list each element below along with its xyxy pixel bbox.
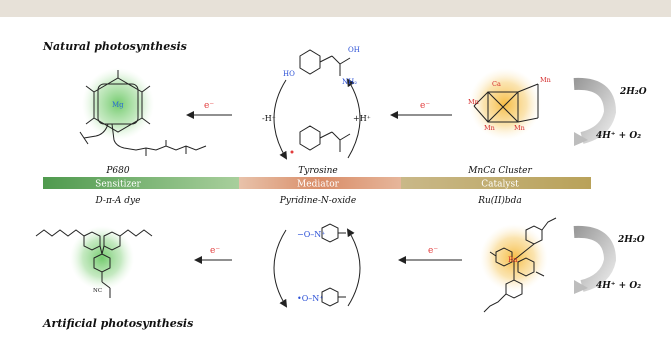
- tyrosine-label: Tyrosine: [298, 166, 337, 176]
- mediator-cycle-left-arc: [273, 79, 288, 160]
- dpa-dye-structure-icon: [35, 229, 153, 298]
- radical-dot: [290, 150, 294, 154]
- ru-bda-label: Ru(II)bda: [477, 195, 522, 206]
- products-label-natural: 4H⁺ + O₂: [596, 131, 641, 141]
- top-band: [0, 0, 671, 17]
- mnca-cluster-icon: [473, 83, 539, 123]
- ru-atom-label: Ru: [508, 256, 518, 264]
- mn-atom-label-4: Mn: [540, 76, 551, 84]
- h-plus-label: +H⁺: [353, 114, 371, 123]
- dpia-dye-label: D-π-A dye: [95, 196, 141, 206]
- electron-label-artificial-right: e⁻: [428, 246, 438, 256]
- water-label-artificial: 2H₂O: [617, 235, 645, 245]
- tyrosyl-radical-icon: [299, 125, 351, 152]
- ru-bda-structure-icon: [483, 217, 557, 313]
- artificial-cycle-left-arc: [273, 229, 288, 308]
- catalyst-bar-label: Catalyst: [481, 180, 519, 190]
- n-oxide-anion-label: −O–N⁺: [297, 230, 325, 239]
- products-label-artificial: 4H⁺ + O₂: [596, 281, 641, 291]
- mediator-bar: [239, 177, 401, 189]
- artificial-cycle-right-arc: [346, 228, 361, 307]
- water-oxidation-arrowhead-natural: [574, 132, 588, 146]
- mediator-cycle-right-arc: [346, 78, 361, 159]
- pyridine-n-oxide-radical-icon: [321, 287, 346, 307]
- artificial-photosynthesis-heading: Artificial photosynthesis: [42, 317, 193, 330]
- mn-atom-label-1: Mn: [468, 98, 479, 106]
- tyrosine-structure-icon: [299, 49, 351, 76]
- sensitizer-bar-label: Sensitizer: [95, 180, 141, 190]
- mediator-bar-label: Mediator: [297, 180, 340, 190]
- nh2-group-label: NH₂: [342, 78, 357, 86]
- h-minus-label: -H⁺: [262, 114, 276, 123]
- p680-label: P680: [105, 166, 130, 176]
- natural-photosynthesis-heading: Natural photosynthesis: [42, 40, 187, 53]
- water-oxidation-arc-natural: [573, 77, 617, 144]
- water-oxidation-arc-artificial: [573, 225, 617, 292]
- ca-atom-label: Ca: [492, 80, 501, 88]
- electron-label-artificial-left: e⁻: [210, 246, 220, 256]
- pyridine-n-oxide-structure-icon: [321, 223, 346, 243]
- mg-atom-label: Mg: [112, 101, 124, 109]
- water-label-natural: 2H₂O: [619, 87, 647, 97]
- cyanoacrylic-acid-label: NC: [93, 288, 102, 294]
- ru-bda-glow: [480, 224, 548, 292]
- dye-glow: [70, 226, 134, 290]
- p680-porphyrin-icon: [79, 70, 207, 156]
- pyridine-n-oxide-label: Pyridine-N-oxide: [279, 196, 357, 206]
- electron-label-natural-left: e⁻: [204, 101, 214, 111]
- n-oxide-radical-label: •O–N⁺: [297, 294, 324, 303]
- mnca-cluster-label: MnCa Cluster: [467, 166, 532, 176]
- mn-atom-label-3: Mn: [514, 124, 525, 132]
- water-oxidation-arrowhead-artificial: [574, 280, 588, 294]
- catalyst-bar: [401, 177, 591, 189]
- mnca-cluster-glow: [469, 68, 541, 140]
- mn-atom-label-2: Mn: [484, 124, 495, 132]
- oh-group-label: OH: [348, 46, 360, 54]
- ho-group-label: HO: [283, 70, 295, 78]
- electron-label-natural-right: e⁻: [420, 101, 430, 111]
- sensitizer-bar: [43, 177, 239, 189]
